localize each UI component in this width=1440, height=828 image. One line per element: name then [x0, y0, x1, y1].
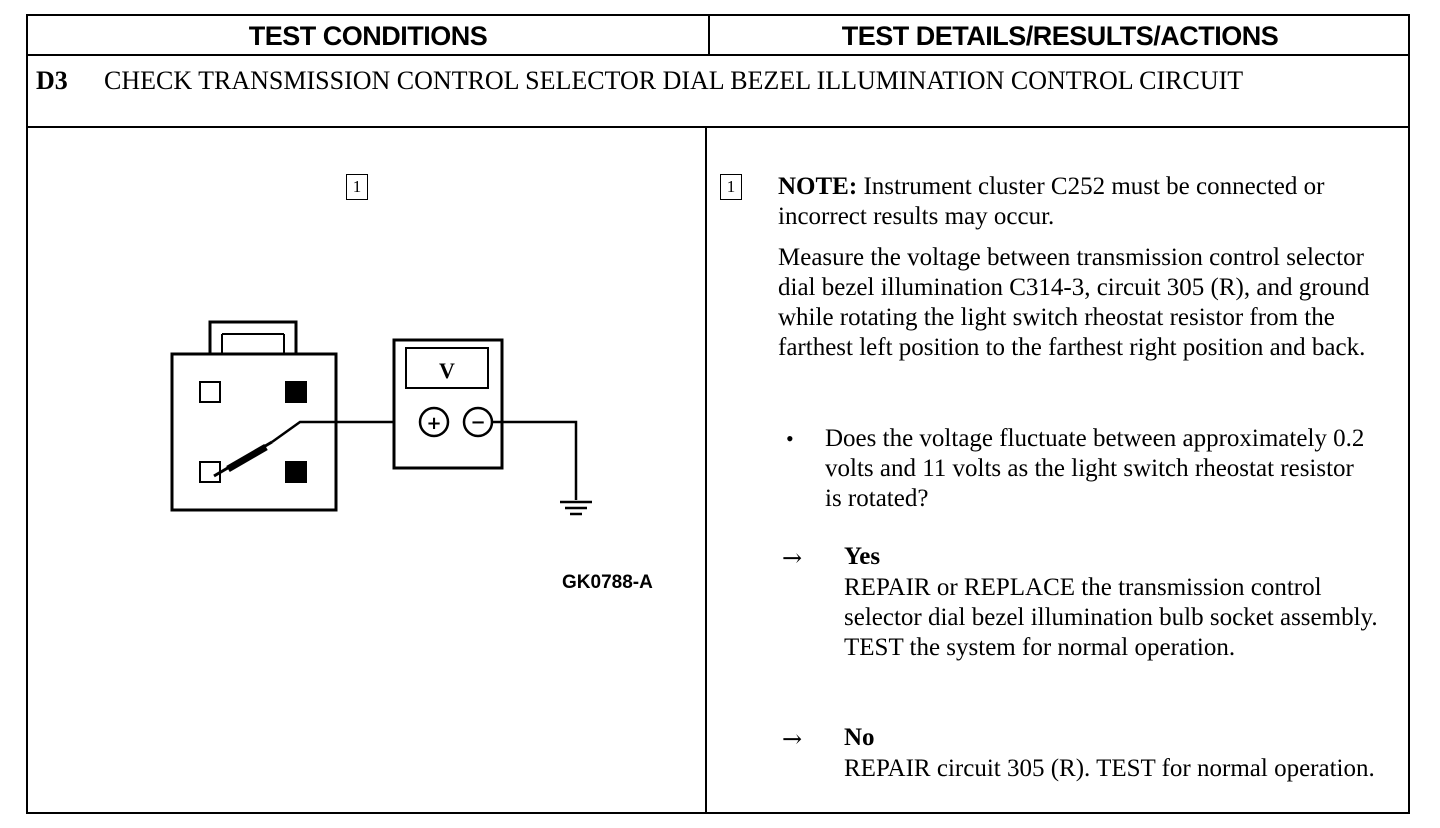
- note-text: Instrument cluster C252 must be connecte…: [778, 173, 1325, 230]
- no-action: REPAIR circuit 305 (R). TEST for normal …: [844, 755, 1375, 782]
- test-table: TEST CONDITIONS TEST DETAILS/RESULTS/ACT…: [26, 14, 1410, 814]
- details-step-marker: 1: [720, 174, 742, 200]
- test-details-header: TEST DETAILS/RESULTS/ACTIONS: [841, 21, 1279, 51]
- question-bullet: •: [786, 426, 794, 451]
- yes-action: REPAIR or REPLACE the transmission contr…: [844, 574, 1378, 661]
- question-text: Does the voltage fluctuate between appro…: [825, 425, 1365, 512]
- test-conditions-header: TEST CONDITIONS: [248, 21, 488, 51]
- note-paragraph: NOTE: Instrument cluster C252 must be co…: [778, 172, 1338, 232]
- yes-arrow: →: [782, 544, 803, 572]
- voltmeter-display: [405, 347, 489, 389]
- svg-text:−: −: [470, 412, 485, 433]
- no-arrow: →: [782, 725, 803, 753]
- instruction-paragraph: Measure the voltage between transmission…: [778, 244, 1370, 361]
- connector-pin-open-bottom: [199, 461, 221, 483]
- figure-id: GK0788-A: [562, 572, 653, 593]
- no-label: No: [844, 724, 875, 751]
- step-id: D3: [36, 66, 68, 95]
- connector-pin-filled-top: [285, 381, 307, 403]
- step-title-row: D3 CHECK TRANSMISSION CONTROL SELECTOR D…: [28, 56, 1408, 128]
- step-title: CHECK TRANSMISSION CONTROL SELECTOR DIAL…: [104, 66, 1244, 95]
- yes-label: Yes: [844, 543, 881, 570]
- column-divider: [705, 128, 707, 814]
- connector-voltmeter-diagram: V + −: [170, 320, 592, 516]
- svg-text:+: +: [426, 413, 441, 434]
- table-header-row: TEST CONDITIONS TEST DETAILS/RESULTS/ACT…: [28, 16, 1408, 56]
- header-divider: [708, 16, 710, 54]
- voltmeter-plus-terminal: [418, 406, 450, 438]
- connector-pin-open-top: [199, 381, 221, 403]
- note-label: NOTE:: [778, 173, 858, 200]
- ground-lead: [492, 420, 578, 500]
- connector-pin-filled-bottom: [285, 461, 307, 483]
- voltmeter-label: V: [439, 358, 455, 383]
- connector-body: [170, 352, 338, 512]
- figure-step-marker: 1: [346, 174, 368, 200]
